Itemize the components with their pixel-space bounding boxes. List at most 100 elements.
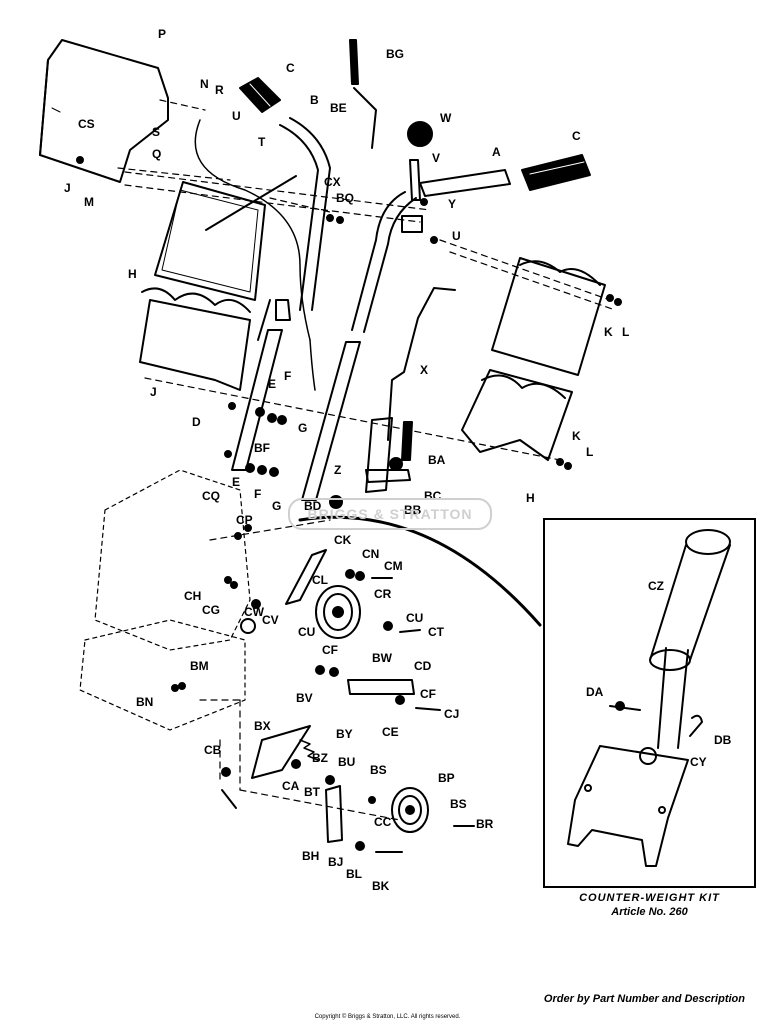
callout-label: CW [244,605,264,619]
callout-label: V [432,151,441,165]
engine-housing [79,469,251,731]
callout-label: CP [236,513,253,527]
callout-label: CS [78,117,95,131]
callout-label: K [604,325,613,339]
callout-label: BY [336,727,353,741]
callout-label: N [200,77,209,91]
callout-label: CH [184,589,202,603]
callout-label: BZ [312,751,328,765]
callout-label: E [232,475,241,489]
callout-label: CF [420,687,436,701]
callout-label: M [84,195,94,209]
callout-label: Z [334,463,342,477]
callout-label: K [572,429,581,443]
callout-label: H [526,491,535,505]
callout-label: U [452,229,461,243]
callout-label: CC [374,815,392,829]
callout-label: CE [382,725,399,739]
callout-label: F [254,487,262,501]
shroud-left [139,181,266,391]
callout-label: P [158,27,167,41]
callout-label: A [492,145,501,159]
callout-label: S [152,125,161,139]
callout-label: BE [330,101,347,115]
callout-label: D [192,415,201,429]
callout-label: BH [302,849,320,863]
control-panel-shield [39,39,169,183]
callout-label: F [284,369,292,383]
callout-label: U [232,109,241,123]
grip-right [521,154,591,191]
callout-label: CA [282,779,300,793]
shifter-rod [349,39,377,149]
watermark-logo: BRIGGS & STRATTON [288,498,492,530]
callout-label: BW [372,651,392,665]
callout-label: CL [312,573,328,587]
callout-label: T [258,135,266,149]
callout-label: CK [334,533,352,547]
callout-label: BB [404,503,422,517]
callout-label: CM [384,559,403,573]
callout-label: J [150,385,157,399]
counterweight-kit-drawing [567,529,731,867]
alignment-lines [117,99,616,821]
callout-label: CT [428,625,444,639]
callout-label: BJ [328,855,344,869]
callout-label: X [420,363,429,377]
control-cable [194,119,316,391]
kit-title: COUNTER-WEIGHT KIT [579,892,720,904]
callout-label: CV [262,613,279,627]
spring-by [299,739,319,761]
bolts-lower [205,175,475,853]
callout-label: BL [346,867,362,881]
callout-label: CB [204,743,222,757]
callout-label: C [286,61,295,75]
callout-label: BS [370,763,387,777]
callout-label: L [586,445,594,459]
bracket-cd [347,679,415,695]
callout-label: BN [136,695,154,709]
arm-bh [325,785,343,843]
callout-label: BG [386,47,404,61]
callout-label: G [298,421,308,435]
shift-bracket [365,417,413,493]
bracket-ck [285,549,327,605]
handle-right [301,159,511,501]
callout-label: H [128,267,137,281]
callout-label: CG [202,603,220,617]
callout-label: CZ [648,579,664,593]
callout-label: BF [254,441,270,455]
callout-label: CQ [202,489,220,503]
callout-label: J [64,181,71,195]
callout-label: Y [448,197,457,211]
callout-label: BT [304,785,320,799]
idler-pulley-bp [391,787,429,833]
copyright-text: Copyright © Briggs & Stratton, LLC. All … [314,1014,461,1020]
callout-label: CF [322,643,338,657]
shift-link [387,287,456,441]
callout-label: CU [298,625,316,639]
callout-label: BP [438,771,455,785]
callout-label: CR [374,587,392,601]
callout-label: C [572,129,581,143]
callout-label: BS [450,797,467,811]
callout-label: Q [152,147,162,161]
grip-left [239,77,281,113]
fasteners-handle [224,198,622,509]
callout-label: G [272,499,282,513]
callout-label: BX [254,719,271,733]
shroud-right [461,257,606,461]
callout-label: BU [338,755,356,769]
knob-ball [407,121,433,147]
callout-label: BA [428,453,446,467]
callout-label: CX [324,175,341,189]
counterweight-kit-box [543,518,756,888]
callout-label: W [440,111,452,125]
callout-label: BQ [336,191,354,205]
callout-label: BK [372,879,390,893]
callout-label: DB [714,733,732,747]
callout-label: CD [414,659,432,673]
callout-label: CU [406,611,424,625]
callout-label: L [622,325,630,339]
